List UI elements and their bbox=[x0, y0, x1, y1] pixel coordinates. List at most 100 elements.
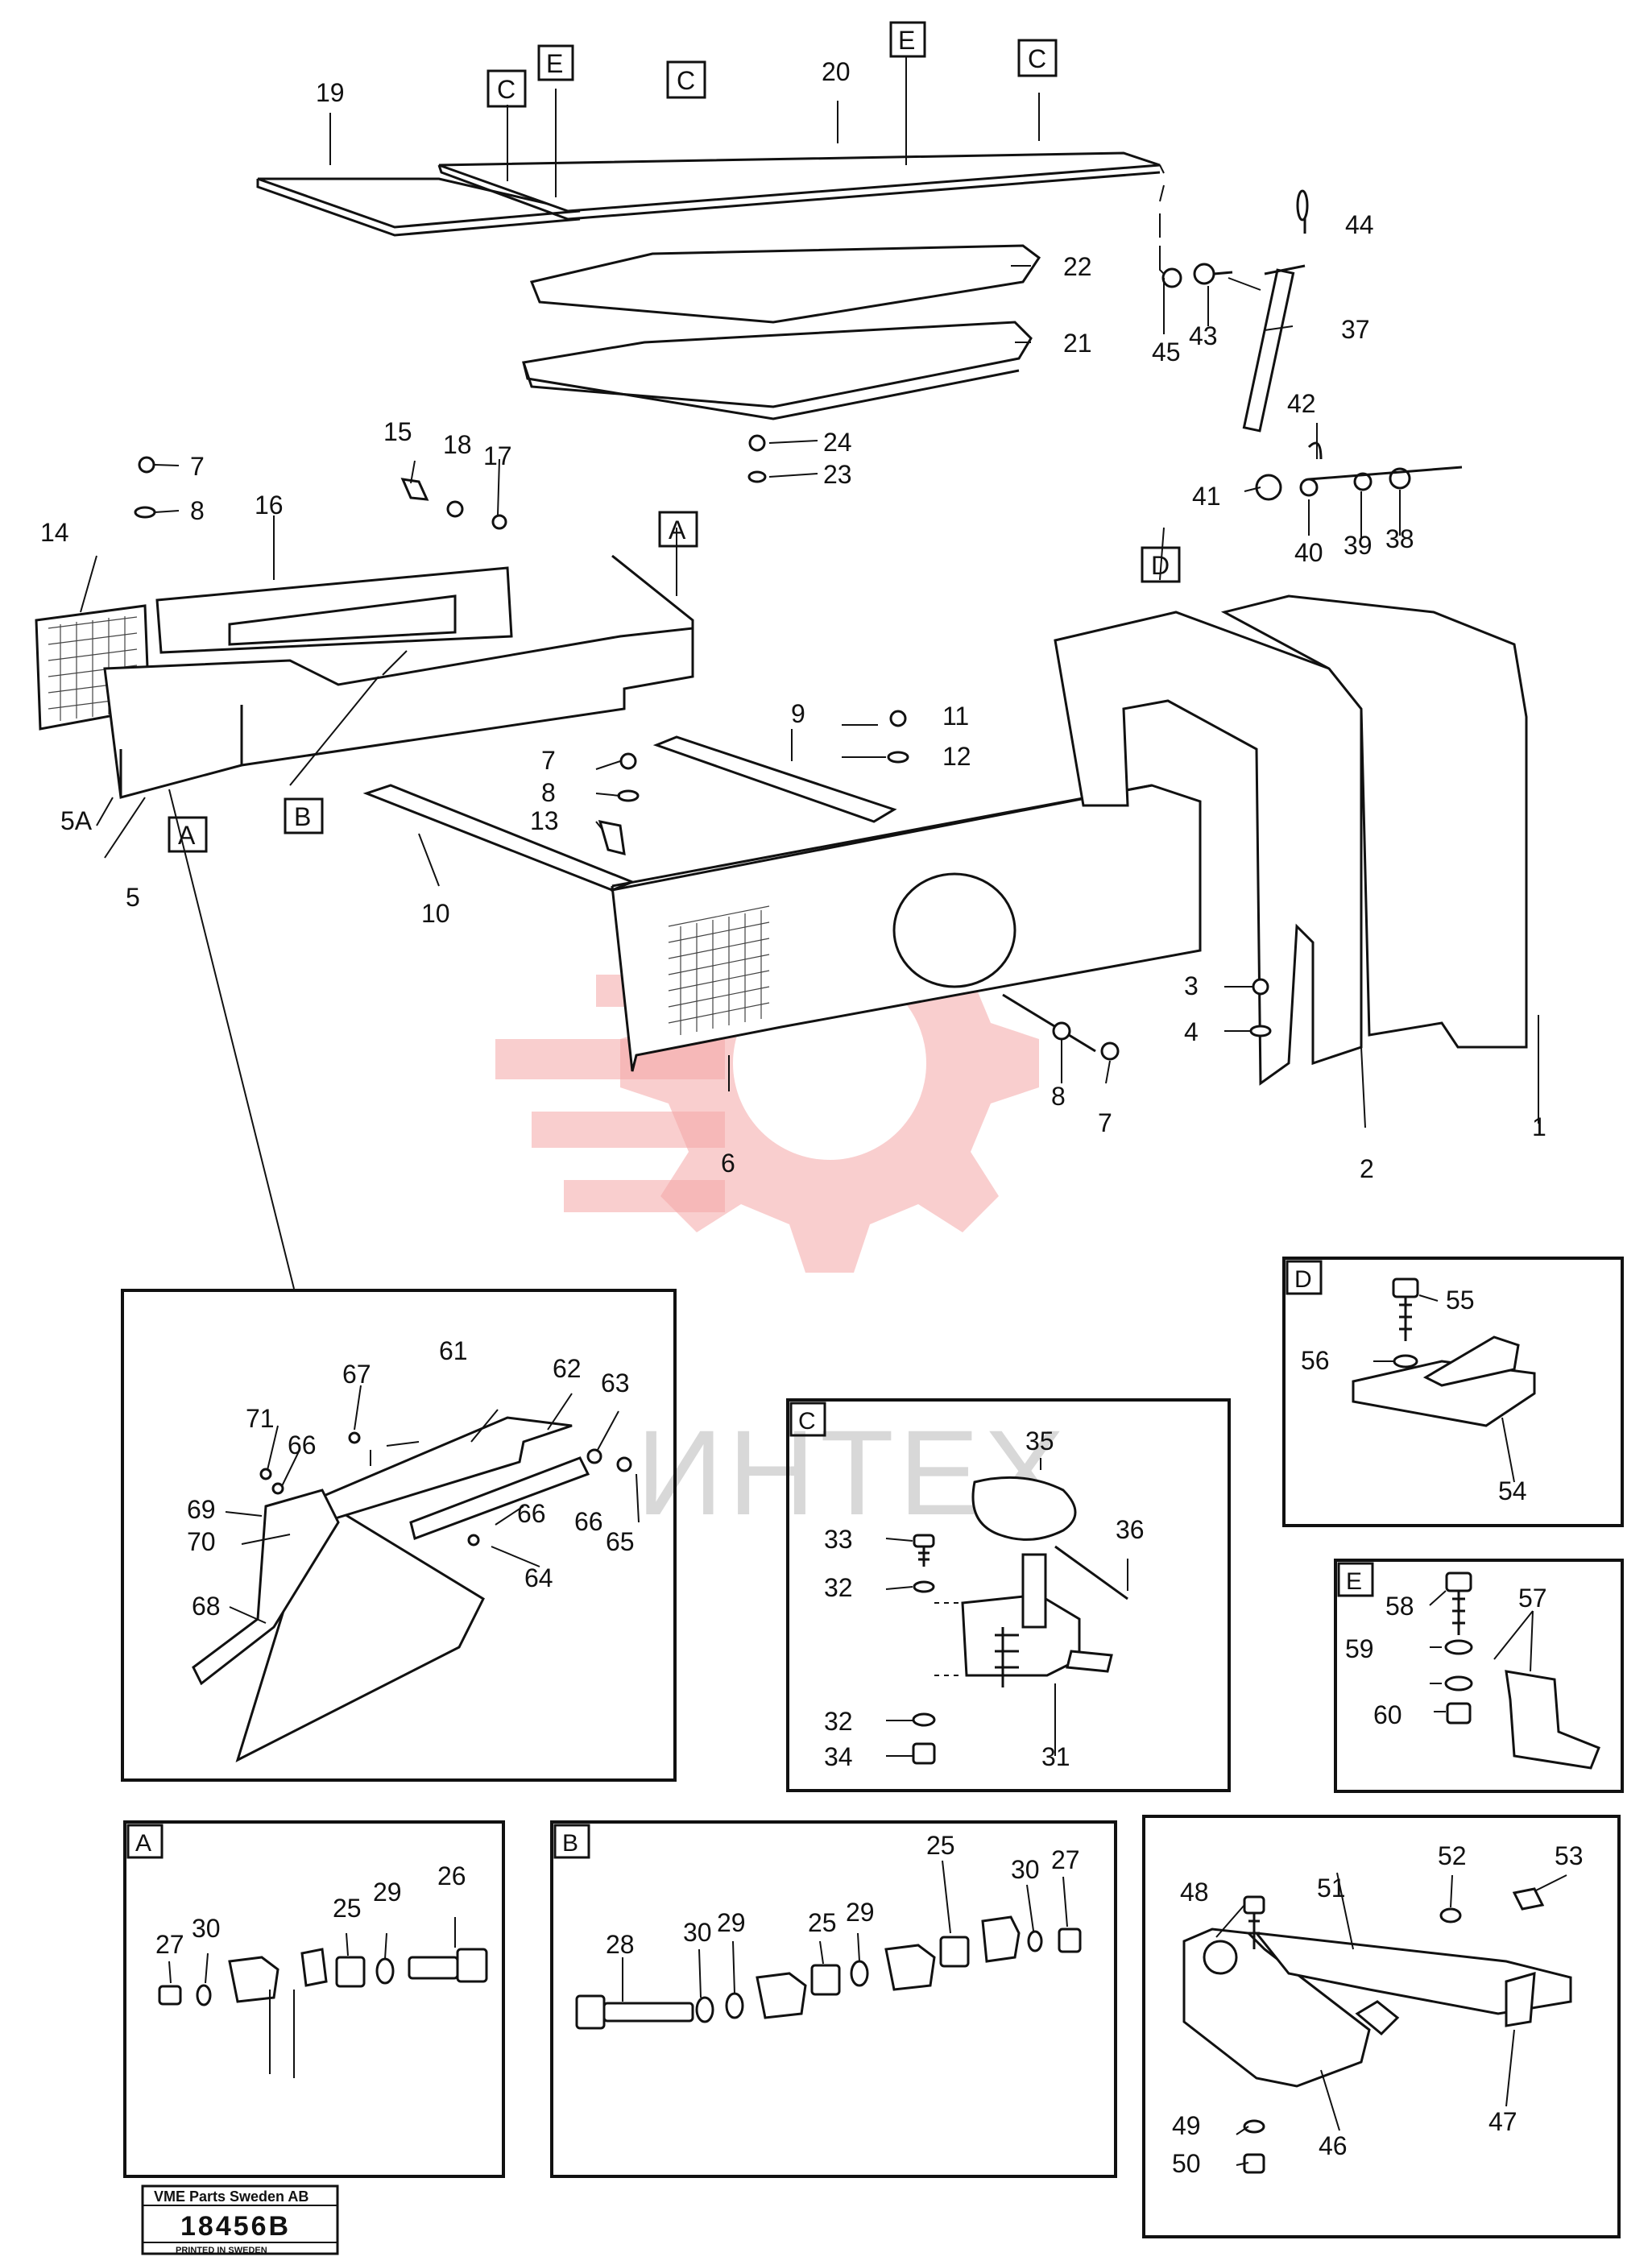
callout-60: 60 bbox=[1373, 1700, 1402, 1729]
detail-hinge-bracket: 48 51 52 53 47 49 50 46 bbox=[1142, 1815, 1621, 2238]
marker-b-1: B bbox=[294, 802, 311, 831]
callout-62: 62 bbox=[553, 1354, 582, 1383]
callout-9: 9 bbox=[791, 699, 805, 728]
callout-36: 36 bbox=[1116, 1515, 1145, 1544]
marker-a-2: A bbox=[178, 821, 196, 850]
detail-side-plate: 61 62 63 67 71 66 69 70 66 66 65 64 68 bbox=[121, 1289, 677, 1782]
detail-d-label: D bbox=[1294, 1266, 1312, 1293]
callout-b29b: 29 bbox=[846, 1898, 875, 1927]
centre-frame bbox=[362, 735, 1202, 1072]
callout-66b: 66 bbox=[517, 1499, 546, 1528]
callout-19: 19 bbox=[316, 78, 345, 107]
callout-21: 21 bbox=[1063, 329, 1092, 358]
callout-b27: 27 bbox=[1051, 1845, 1080, 1874]
marker-d-1: D bbox=[1151, 551, 1170, 580]
side-grille bbox=[48, 616, 138, 721]
callout-f50: 50 bbox=[1172, 2149, 1201, 2178]
callout-b28: 28 bbox=[606, 1930, 635, 1959]
callout-b29a: 29 bbox=[717, 1908, 746, 1937]
callout-14: 14 bbox=[40, 518, 69, 547]
callout-57: 57 bbox=[1518, 1584, 1547, 1613]
callout-65: 65 bbox=[606, 1527, 635, 1556]
callout-38: 38 bbox=[1385, 524, 1414, 553]
title-block-company: VME Parts Sweden AB bbox=[154, 2188, 308, 2205]
marker-e-1: E bbox=[546, 49, 563, 78]
left-side-assembly bbox=[35, 554, 694, 799]
detail-c-latch: C 35 36 33 32 32 34 31 bbox=[786, 1398, 1231, 1792]
callout-35: 35 bbox=[1025, 1426, 1054, 1455]
callout-7c: 7 bbox=[1098, 1108, 1112, 1137]
callout-67: 67 bbox=[342, 1360, 371, 1389]
detail-a-hinge: A 27 30 25 29 26 bbox=[123, 1820, 505, 2178]
callout-61: 61 bbox=[439, 1336, 468, 1365]
callout-70: 70 bbox=[187, 1527, 216, 1556]
callout-b25a: 25 bbox=[808, 1908, 837, 1937]
callout-69: 69 bbox=[187, 1495, 216, 1524]
detail-b-hinge: B 28 30 29 25 29 25 30 27 bbox=[550, 1820, 1117, 2178]
detail-a-label: A bbox=[135, 1830, 151, 1857]
callout-63: 63 bbox=[601, 1369, 630, 1398]
detail-reference-markers: C E C E C A A B D bbox=[168, 21, 1181, 853]
callout-f46: 46 bbox=[1319, 2131, 1348, 2160]
callout-8a: 8 bbox=[190, 496, 205, 525]
hardware-top bbox=[134, 434, 1272, 1061]
callout-17: 17 bbox=[483, 441, 512, 470]
callout-5: 5 bbox=[126, 883, 140, 912]
callout-24: 24 bbox=[823, 428, 852, 457]
callout-b30b: 30 bbox=[1011, 1855, 1040, 1884]
callout-13: 13 bbox=[530, 806, 559, 835]
callout-a29: 29 bbox=[373, 1878, 402, 1907]
detail-b-label: B bbox=[562, 1830, 578, 1857]
callout-41: 41 bbox=[1192, 482, 1221, 511]
detail-c-label: C bbox=[798, 1408, 816, 1435]
callout-55: 55 bbox=[1446, 1286, 1475, 1315]
marker-c-1: C bbox=[497, 75, 515, 104]
callout-22: 22 bbox=[1063, 252, 1092, 281]
callout-a27: 27 bbox=[155, 1930, 184, 1959]
callout-f49: 49 bbox=[1172, 2111, 1201, 2140]
callout-7b: 7 bbox=[541, 746, 556, 775]
detail-e-bracket: E 58 57 59 60 bbox=[1334, 1559, 1624, 1793]
callout-37: 37 bbox=[1341, 315, 1370, 344]
callout-66c: 66 bbox=[574, 1507, 603, 1536]
detail-e-label: E bbox=[1346, 1568, 1362, 1595]
callout-5a: 5A bbox=[60, 806, 93, 835]
callout-59: 59 bbox=[1345, 1634, 1374, 1663]
callout-16: 16 bbox=[255, 491, 284, 520]
callout-a25: 25 bbox=[333, 1894, 362, 1923]
callout-43: 43 bbox=[1189, 321, 1218, 350]
title-block-footer: PRINTED IN SWEDEN bbox=[176, 2246, 267, 2255]
callout-12: 12 bbox=[942, 742, 971, 771]
top-panels bbox=[256, 151, 1169, 420]
callout-71: 71 bbox=[246, 1404, 275, 1433]
callout-7a: 7 bbox=[190, 452, 205, 481]
hood-panels bbox=[1054, 594, 1528, 1086]
callout-4: 4 bbox=[1184, 1017, 1199, 1046]
leader-lines bbox=[80, 56, 1539, 1290]
callout-3: 3 bbox=[1184, 971, 1199, 1000]
callout-42: 42 bbox=[1287, 389, 1316, 418]
callout-45: 45 bbox=[1152, 337, 1181, 366]
callout-44: 44 bbox=[1345, 210, 1374, 239]
callout-18: 18 bbox=[443, 430, 472, 459]
callout-a30: 30 bbox=[192, 1914, 221, 1943]
title-block-drawing-number: 18456B bbox=[180, 2211, 291, 2242]
callout-58: 58 bbox=[1385, 1592, 1414, 1621]
callout-f51: 51 bbox=[1317, 1874, 1346, 1903]
callout-6: 6 bbox=[721, 1149, 735, 1178]
callout-32b: 32 bbox=[824, 1707, 853, 1736]
callout-40: 40 bbox=[1294, 538, 1323, 567]
gas-strut bbox=[1161, 189, 1463, 501]
callout-b25b: 25 bbox=[926, 1831, 955, 1860]
marker-c-2: C bbox=[677, 66, 695, 95]
callout-56: 56 bbox=[1301, 1346, 1330, 1375]
callout-68: 68 bbox=[192, 1592, 221, 1621]
callout-f52: 52 bbox=[1438, 1841, 1467, 1870]
callout-23: 23 bbox=[823, 460, 852, 489]
callouts-main: 19 20 22 21 24 23 44 37 45 43 42 41 40 3… bbox=[40, 57, 1546, 1183]
title-block: VME Parts Sweden AB 18456B PRINTED IN SW… bbox=[141, 2184, 339, 2255]
callout-b30a: 30 bbox=[683, 1918, 712, 1947]
callout-33: 33 bbox=[824, 1525, 853, 1554]
callout-1: 1 bbox=[1532, 1112, 1546, 1141]
